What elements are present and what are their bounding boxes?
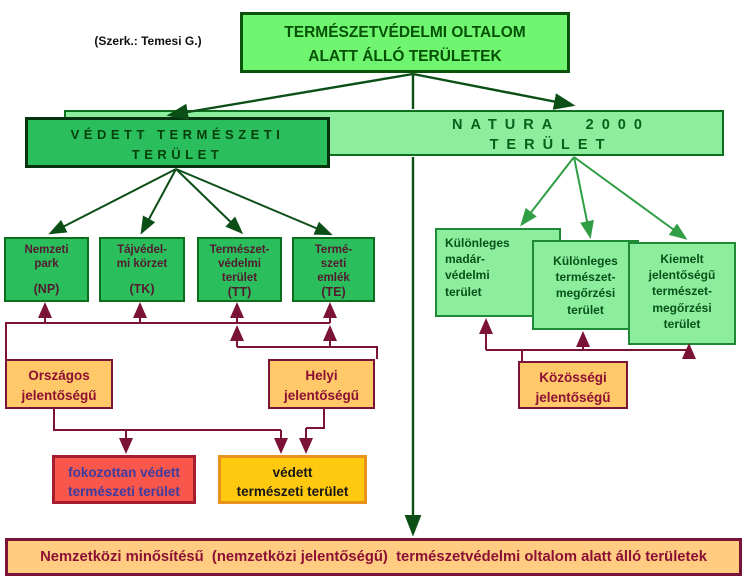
category-nemzeti-park: Nemzeti park (NP)	[4, 237, 89, 302]
category-label: Nemzeti park	[24, 244, 69, 271]
outcome-down-connectors	[53, 409, 325, 454]
category-code: (TK)	[129, 281, 155, 296]
significance-kozossegi: Közösségi jelentőségű	[518, 361, 628, 409]
credit-label: (Szerk.: Temesi G.)	[94, 34, 202, 48]
root-node-protected-areas: TERMÉSZETVÉDELMI OLTALOM ALATT ÁLLÓ TERÜ…	[240, 12, 570, 73]
category-label: Természet- védelmi terület	[209, 244, 270, 285]
category-tajvedelmi-korzet: Tájvédel- mi körzet (TK)	[99, 237, 185, 302]
vedett-fan-arrows	[48, 168, 333, 236]
significance-up-connectors	[5, 302, 378, 359]
outcome-fokozottan-vedett: fokozottan védett természeti terület	[52, 455, 196, 504]
category-termeszeti-emlek: Termé- szeti emlék (TE)	[292, 237, 375, 302]
significance-orszagos: Országos jelentőségű	[5, 359, 113, 409]
natura-category-kulonleges-megorzesi: Különleges természet- megőrzési terület	[532, 240, 639, 330]
category-code: (TE)	[321, 285, 346, 300]
significance-helyi: Helyi jelentőségű	[268, 359, 375, 409]
footer-international-areas: Nemzetközi minősítésű (nemzetközi jelent…	[5, 538, 742, 576]
natura-fan-arrows	[520, 156, 688, 240]
category-label: Termé- szeti emlék	[314, 244, 353, 285]
natura-category-kiemelt-megorzesi: Kiemelt jelentőségű természet- megőrzési…	[628, 242, 736, 345]
natura-2000-label: NATURA 2000 TERÜLET	[452, 117, 650, 154]
category-label: Tájvédel- mi körzet	[116, 244, 168, 271]
category-code: (NP)	[33, 281, 60, 296]
category-termeszetvedelmi-terulet: Természet- védelmi terület (TT)	[197, 237, 282, 302]
outcome-vedett: védett természeti terület	[218, 455, 367, 504]
category-code: (TT)	[227, 285, 252, 300]
protected-natural-area-node: VÉDETT TERMÉSZETI TERÜLET	[25, 117, 330, 168]
